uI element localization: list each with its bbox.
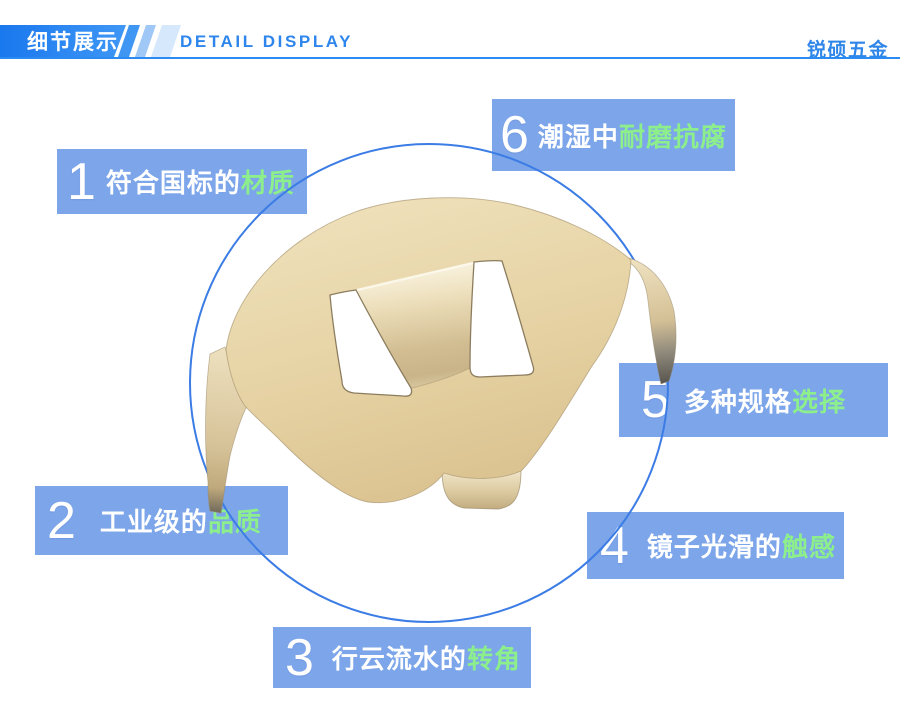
callout-3-text-highlight: 转角 <box>466 644 521 674</box>
product-cutout-left <box>329 289 413 397</box>
callout-2-text-highlight: 品质 <box>207 507 262 537</box>
callout-1-text-highlight: 材质 <box>240 168 295 198</box>
product-cutout-right <box>469 259 535 378</box>
callout-4-number: 4 <box>600 516 629 575</box>
callout-4-text-main: 镜子光滑的 <box>646 532 782 562</box>
callout-4: 4 镜子光滑的触感 <box>587 512 844 579</box>
product-highlight <box>356 261 474 292</box>
callout-5-text-highlight: 选择 <box>791 386 846 417</box>
product-center-tab-crease <box>411 367 471 389</box>
product-center-tab <box>356 262 474 388</box>
callout-3-number: 3 <box>285 628 314 687</box>
header-brand: 锐硕五金 <box>806 40 889 61</box>
product-front-tab <box>441 469 522 510</box>
callout-6-text-main: 潮湿中 <box>537 121 619 152</box>
callout-5-text: 多种规格选择 <box>684 382 846 419</box>
callout-6-text: 潮湿中耐磨抗腐 <box>538 117 727 154</box>
header-title-en: DETAIL DISPLAY <box>180 32 354 51</box>
callout-1-text-main: 符合国标的 <box>105 168 241 198</box>
callout-1: 1 符合国标的材质 <box>57 149 307 214</box>
callout-6: 6 潮湿中耐磨抗腐 <box>492 99 735 171</box>
callout-2-text-main: 工业级的 <box>99 507 208 537</box>
callout-2-text: 工业级的品质 <box>100 502 262 539</box>
callout-3-text: 行云流水的转角 <box>332 639 521 676</box>
callout-5-number: 5 <box>641 371 670 429</box>
header-title-cn: 细节展示 <box>27 31 119 54</box>
callout-1-number: 1 <box>67 152 96 211</box>
callout-4-text-highlight: 触感 <box>781 532 836 562</box>
callout-2-number: 2 <box>47 491 76 550</box>
callout-3-text-main: 行云流水的 <box>331 644 467 674</box>
header-divider <box>0 57 900 59</box>
callout-4-text: 镜子光滑的触感 <box>647 527 836 564</box>
header-stripe-icon <box>150 25 181 57</box>
callout-5: 5 多种规格选择 <box>619 363 888 437</box>
product-disc <box>225 197 632 504</box>
callout-1-text: 符合国标的材质 <box>106 163 295 200</box>
callout-3: 3 行云流水的转角 <box>273 627 531 688</box>
callout-5-text-main: 多种规格 <box>683 386 792 417</box>
header-title-box: 细节展示 <box>0 25 126 57</box>
callout-2: 2 工业级的品质 <box>35 486 288 555</box>
callout-6-number: 6 <box>500 106 529 164</box>
callout-6-text-highlight: 耐磨抗腐 <box>618 121 727 152</box>
